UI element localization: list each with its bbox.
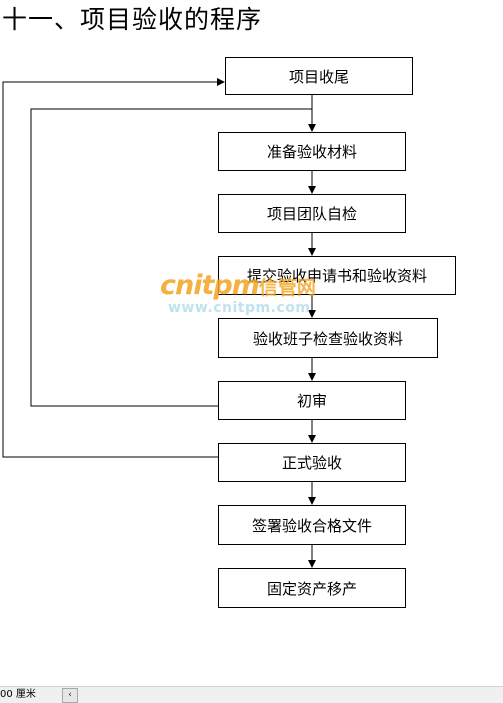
feedback-review-to-prepare xyxy=(30,108,312,407)
step-formal-acceptance: 正式验收 xyxy=(218,443,406,482)
step-sign-documents: 签署验收合格文件 xyxy=(218,505,406,545)
step-committee-review: 验收班子检查验收资料 xyxy=(218,318,438,358)
flowchart-connectors xyxy=(2,78,316,568)
step-fixed-asset-transfer: 固定资产移产 xyxy=(218,568,406,608)
step-preliminary-review: 初审 xyxy=(218,381,406,420)
step-project-closeout: 项目收尾 xyxy=(225,57,413,95)
step-submit-application: 提交验收申请书和验收资料 xyxy=(218,256,456,295)
chevron-left-icon[interactable]: ‹ xyxy=(62,688,78,703)
step-team-self-check: 项目团队自检 xyxy=(218,194,406,233)
ruler-unit-readout: 00 厘米 xyxy=(0,689,36,700)
feedback-formal-to-closeout xyxy=(2,78,225,458)
step-prepare-materials: 准备验收材料 xyxy=(218,132,406,171)
page-title: 十一、项目验收的程序 xyxy=(2,5,263,34)
status-bar: 00 厘米 ‹ xyxy=(0,686,503,703)
